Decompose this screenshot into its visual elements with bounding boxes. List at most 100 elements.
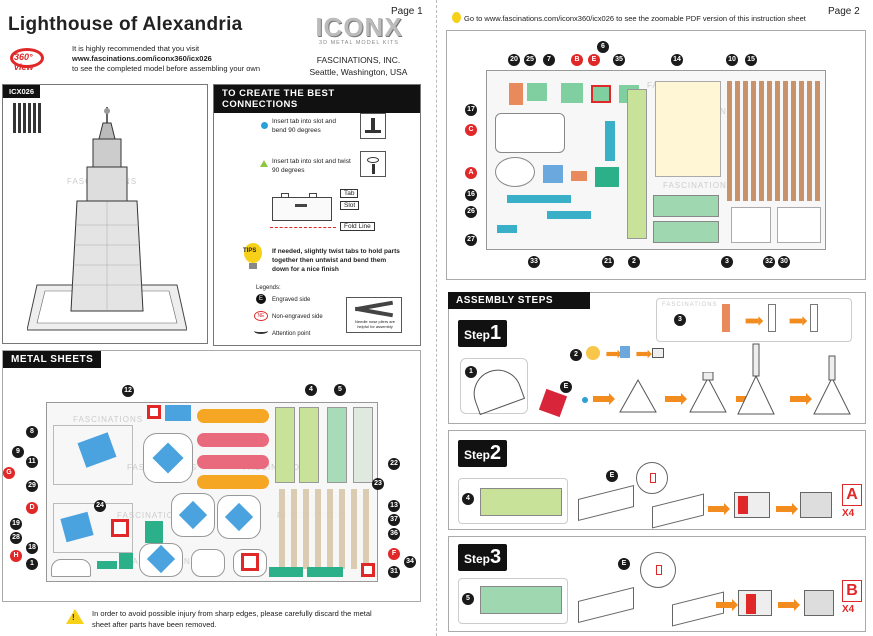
assembly-steps-banner: ASSEMBLY STEPS [448,292,590,309]
metal-sheet-2: FASCINATIONS FASCINATIONS FASCINATIONS [486,70,826,250]
p2-callout-15: 15 [745,54,757,66]
arrow-icon [790,393,812,405]
step2-label: Step2 [458,440,508,467]
page-number: Page 1 [391,6,423,17]
model-code: ICX026 [3,85,41,98]
arrow-icon [636,349,652,359]
warning-text: In order to avoid possible injury from s… [92,609,372,629]
p2-callout-30: 30 [778,256,790,268]
p2-callout-20: 20 [508,54,520,66]
arrow-icon [745,316,764,326]
p2-callout-6: 6 [597,41,609,53]
callout-8: 8 [26,426,38,438]
step2-qty: X4 [842,508,855,519]
label-fold-line: Fold Line [340,222,375,231]
p2-callout-e: E [588,54,600,66]
non-engraved-icon: NE [254,311,268,321]
callout-36: 36 [388,528,400,540]
p2-callout-c: C [465,124,477,136]
triangle-green-icon [260,160,268,167]
step3-engraved: E [618,558,630,570]
warning-icon [66,609,84,624]
tab-slot-diagram [272,193,332,221]
step1-cone-1 [619,378,657,413]
step3-zoom-detail [640,552,676,588]
brand-logo: ICONX 3D METAL MODEL KITS [315,12,403,46]
p2-callout-10: 10 [726,54,738,66]
fold-line-marker [270,227,336,228]
callout-31: 31 [388,566,400,578]
connections-panel: TO CREATE THE BEST CONNECTIONS Insert ta… [213,84,421,346]
step1-engraved: E [560,381,572,393]
callout-34: 34 [404,556,416,568]
step2-engraved: E [606,470,618,482]
attention-point-icon [254,328,268,334]
step3-label: Step3 [458,544,508,571]
p2-callout-16: 16 [465,189,477,201]
pliers-note-box: Needle nose pliers are helpful for assem… [346,297,402,333]
step3-result-b: B [842,580,862,602]
p2-callout-17: 17 [465,104,477,116]
bend-diagram [360,113,386,139]
arrow-icon [789,316,808,326]
callout-19: 19 [10,518,22,530]
p2-callout-7: 7 [543,54,555,66]
step1-red-part [538,388,568,418]
step3-qty: X4 [842,604,855,615]
p2-callout-21: 21 [602,256,614,268]
step3-green-part [480,586,562,614]
arrow-icon [665,393,687,405]
arrow-icon [708,503,730,515]
intro-text: It is highly recommended that you visit … [72,44,292,74]
step1-part-1: 1 [465,366,477,378]
callout-28: 28 [10,532,22,544]
p2-callout-33: 33 [528,256,540,268]
callout-18: 18 [26,542,38,554]
arrow-icon [716,599,738,611]
arrow-icon [593,393,615,405]
step2-result-a: A [842,484,862,506]
step1-label: Step1 [458,320,508,347]
step1-final [813,355,851,415]
arrow-icon [606,349,622,359]
step2-part-box [458,478,568,524]
intro-url[interactable]: www.fascinations.com/iconx360/icx026 [72,54,212,63]
callout-d: D [26,502,38,514]
arrow-icon [776,503,798,515]
callout-g: G [3,467,15,479]
metal-sheet: FASCINATIONS FASCINATIONS FASCINATIONS F… [46,402,378,582]
step3-part-5: 5 [462,593,474,605]
step3-part-box [458,578,568,624]
callout-11: 11 [26,456,38,468]
callout-13: 13 [388,500,400,512]
dot-blue-icon [261,122,268,129]
step2-zoom-detail [636,462,668,494]
p2-callout-27: 27 [465,234,477,246]
company-info: FASCINATIONS, INC. Seattle, Washington, … [309,55,408,77]
callout-5: 5 [334,384,346,396]
metal-sheets-banner: METAL SHEETS [3,351,102,368]
step1-part-3: 3 [674,314,686,326]
step1-sun-part [586,346,600,360]
callout-22: 22 [388,458,400,470]
p2-callout-35: 35 [613,54,625,66]
callout-9: 9 [12,446,24,458]
step1-part-2: 2 [570,349,582,361]
p2-callout-3: 3 [721,256,733,268]
twist-diagram [360,151,386,177]
callout-h: H [10,550,22,562]
label-slot: Slot [340,201,360,210]
zoom-note: Go to www.fascinations.com/iconx360/icx0… [464,14,806,23]
page-title: Lighthouse of Alexandria [8,14,243,35]
lightbulb-icon: TIPS [242,243,264,273]
step1-part3-box [656,298,852,342]
p2-callout-14: 14 [671,54,683,66]
step1-cone-3 [737,343,775,415]
qr-code[interactable] [13,103,43,133]
page-divider [436,0,437,636]
lighthouse-illustration [27,107,187,331]
label-tab: Tab [340,189,359,198]
arrow-icon [778,599,800,611]
p2-callout-26: 26 [465,206,477,218]
p2-callout-b: B [571,54,583,66]
